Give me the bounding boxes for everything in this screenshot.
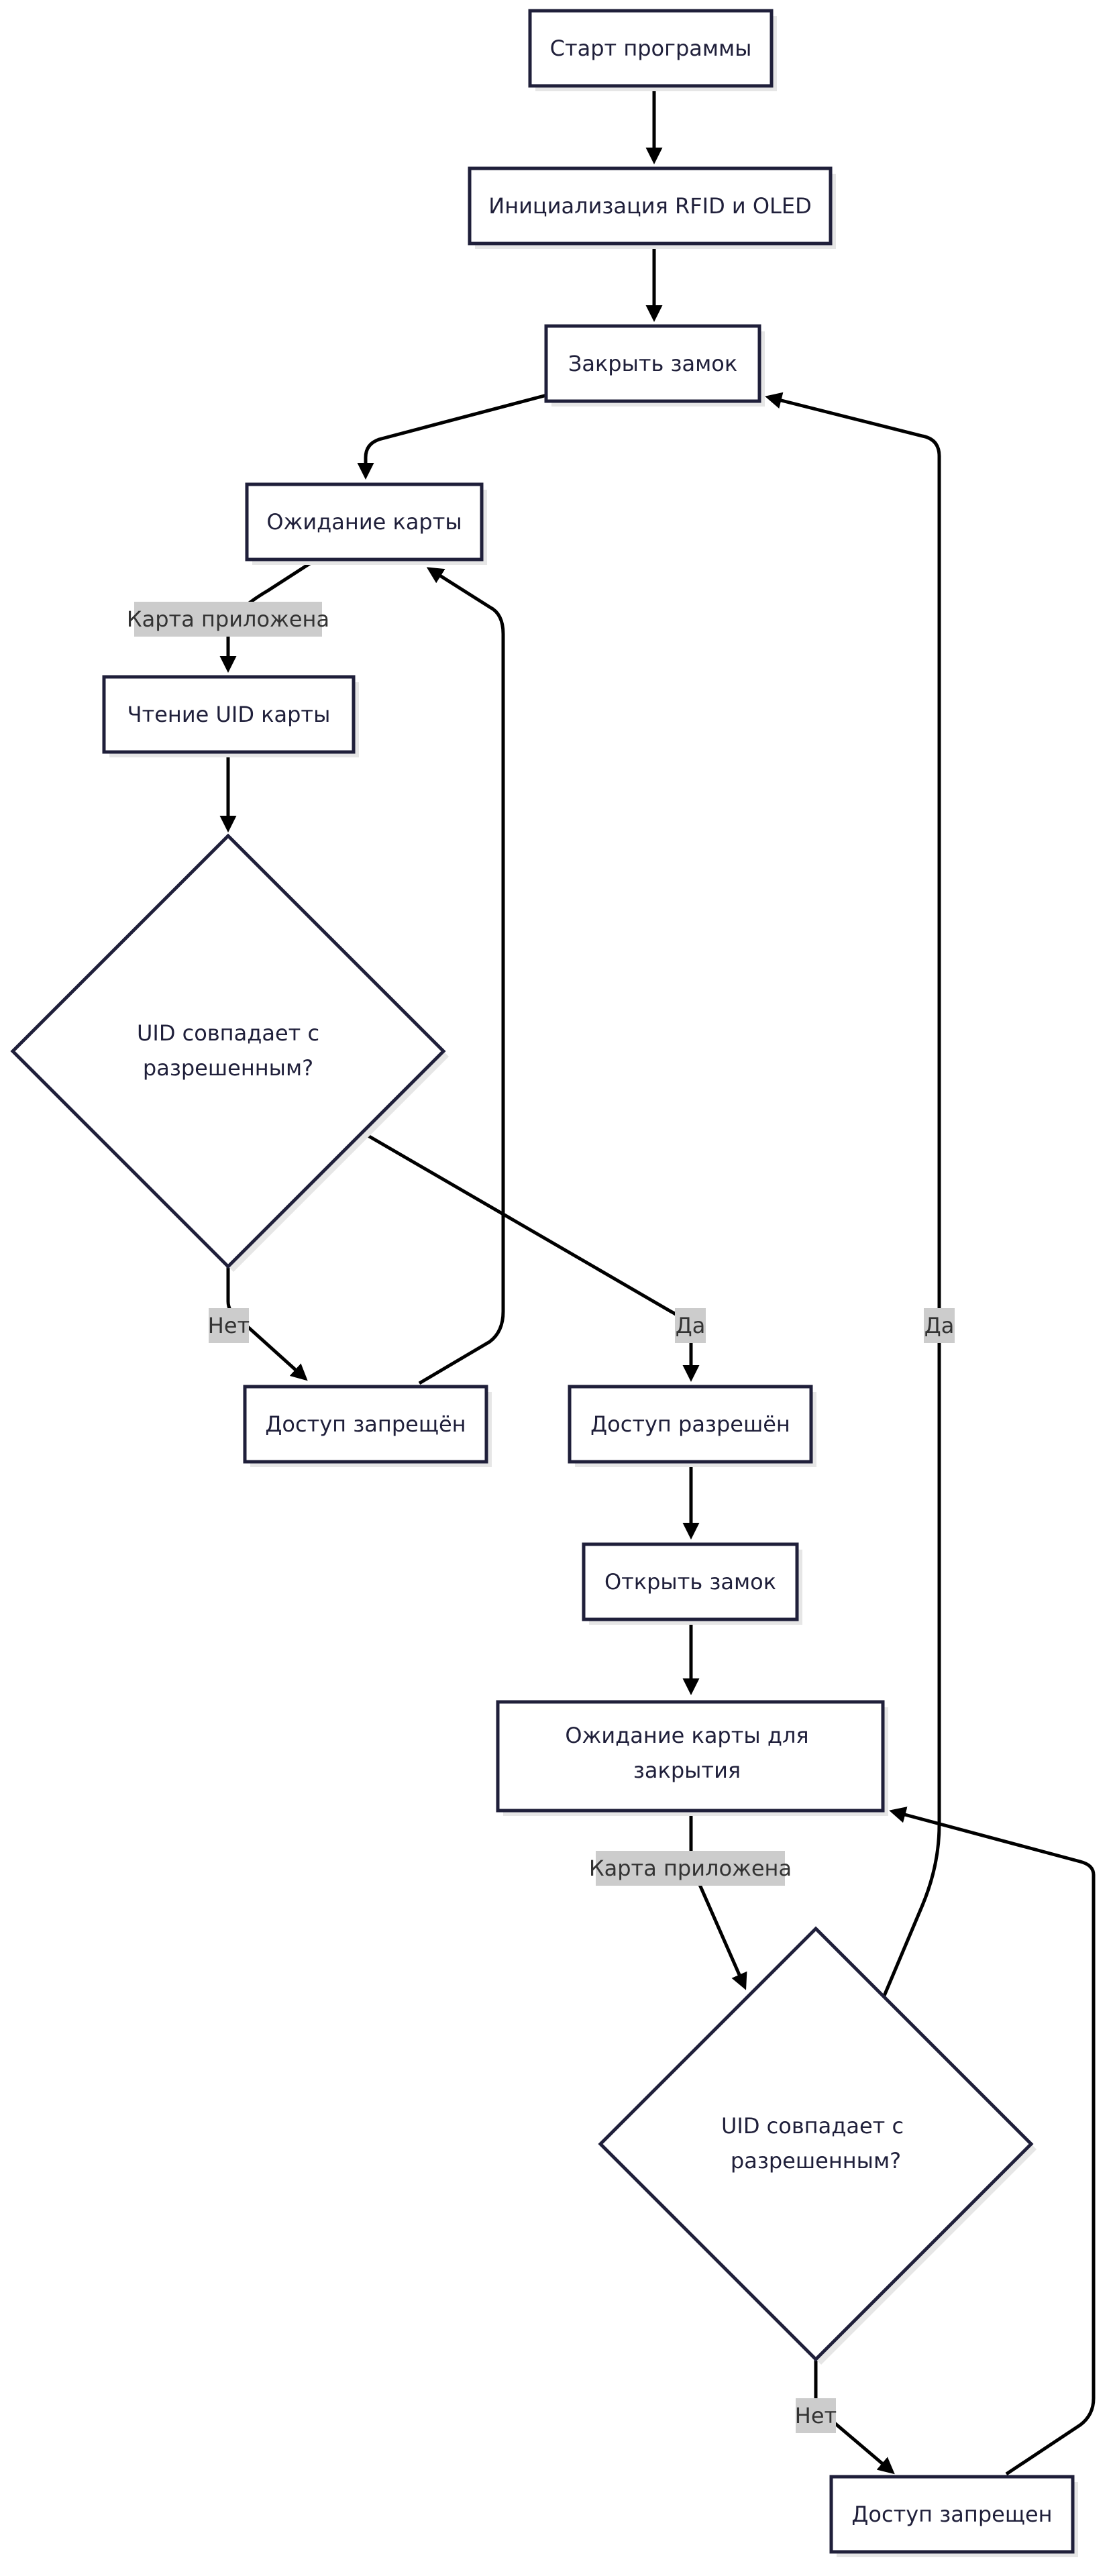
edge-denied1-to-wait-card (418, 567, 505, 1385)
edge-label-card-applied-1: Карта приложена (127, 602, 329, 637)
node-open-lock-label: Открыть замок (604, 1569, 776, 1595)
node-check2-label-line1: UID совпадает с (721, 2113, 904, 2139)
node-granted-label: Доступ разрешён (590, 1411, 790, 1437)
node-denied2: Доступ запрещен (829, 2475, 1078, 2557)
edge-label-card-applied-1-text: Карта приложена (127, 606, 329, 632)
node-read-uid: Чтение UID карты (102, 675, 359, 757)
node-denied1-label: Доступ запрещён (265, 1411, 466, 1437)
node-check1-label-line1: UID совпадает с (137, 1020, 319, 1046)
edge-label-card-applied-2-text: Карта приложена (589, 1856, 792, 1881)
node-check1-diamond (10, 833, 446, 1269)
edge-check1-to-granted (361, 1130, 700, 1382)
node-init: Инициализация RFID и OLED (468, 166, 836, 249)
node-start-label: Старт программы (550, 36, 752, 61)
node-denied1-box (243, 1385, 488, 1464)
edge-label-card-applied-2: Карта приложена (589, 1851, 792, 1886)
node-read-uid-label: Чтение UID карты (127, 702, 331, 727)
node-wait-close-box (496, 1700, 885, 1813)
node-wait-close: Ожидание карты для закрытия (496, 1700, 888, 1816)
node-denied1: Доступ запрещён (243, 1385, 492, 1467)
edge-label-no-2: Нет (795, 2398, 837, 2433)
node-open-lock: Открыть замок (582, 1542, 802, 1625)
node-wait-close-label-line2: закрытия (633, 1758, 741, 1783)
node-granted: Доступ разрешён (568, 1385, 816, 1467)
node-read-uid-box (102, 675, 356, 754)
node-wait-card-label: Ожидание карты (266, 509, 462, 535)
edge-label-yes-1-text: Да (676, 1313, 706, 1338)
node-open-lock-box (582, 1542, 799, 1621)
edge-label-no-2-text: Нет (795, 2403, 837, 2428)
node-lock-box (544, 324, 761, 403)
edge-label-no-1-text: Нет (208, 1313, 250, 1338)
edge-label-yes-2-text: Да (924, 1313, 955, 1338)
node-check2-diamond (598, 1926, 1034, 2362)
node-check1-label-line2: разрешенным? (143, 1055, 313, 1081)
node-check1: UID совпадает с разрешенным? (10, 833, 449, 1272)
node-denied2-label: Доступ запрещен (851, 2502, 1052, 2527)
node-check2: UID совпадает с разрешенным? (598, 1926, 1037, 2365)
node-lock-label: Закрыть замок (568, 351, 737, 376)
node-wait-close-label-line1: Ожидание карты для (565, 1723, 808, 1748)
edge-lock-to-wait-card (357, 393, 547, 480)
node-granted-box (568, 1385, 813, 1464)
node-start: Старт программы (528, 9, 777, 91)
node-lock: Закрыть замок (544, 324, 765, 407)
edge-check2-to-lock (765, 392, 941, 1996)
node-init-label: Инициализация RFID и OLED (488, 193, 811, 219)
edge-label-yes-2: Да (924, 1308, 955, 1343)
node-wait-card-box (245, 482, 484, 561)
node-init-box (468, 166, 833, 246)
node-denied2-box (829, 2475, 1075, 2554)
node-wait-card: Ожидание карты (245, 482, 487, 565)
edge-wait-close-to-check2 (689, 1809, 747, 1990)
node-check2-label-line2: разрешенным? (731, 2148, 901, 2174)
edge-denied2-to-wait-close (889, 1807, 1096, 2476)
edge-label-no-1: Нет (208, 1308, 250, 1343)
edge-label-yes-1: Да (675, 1308, 706, 1343)
node-start-box (528, 9, 774, 88)
